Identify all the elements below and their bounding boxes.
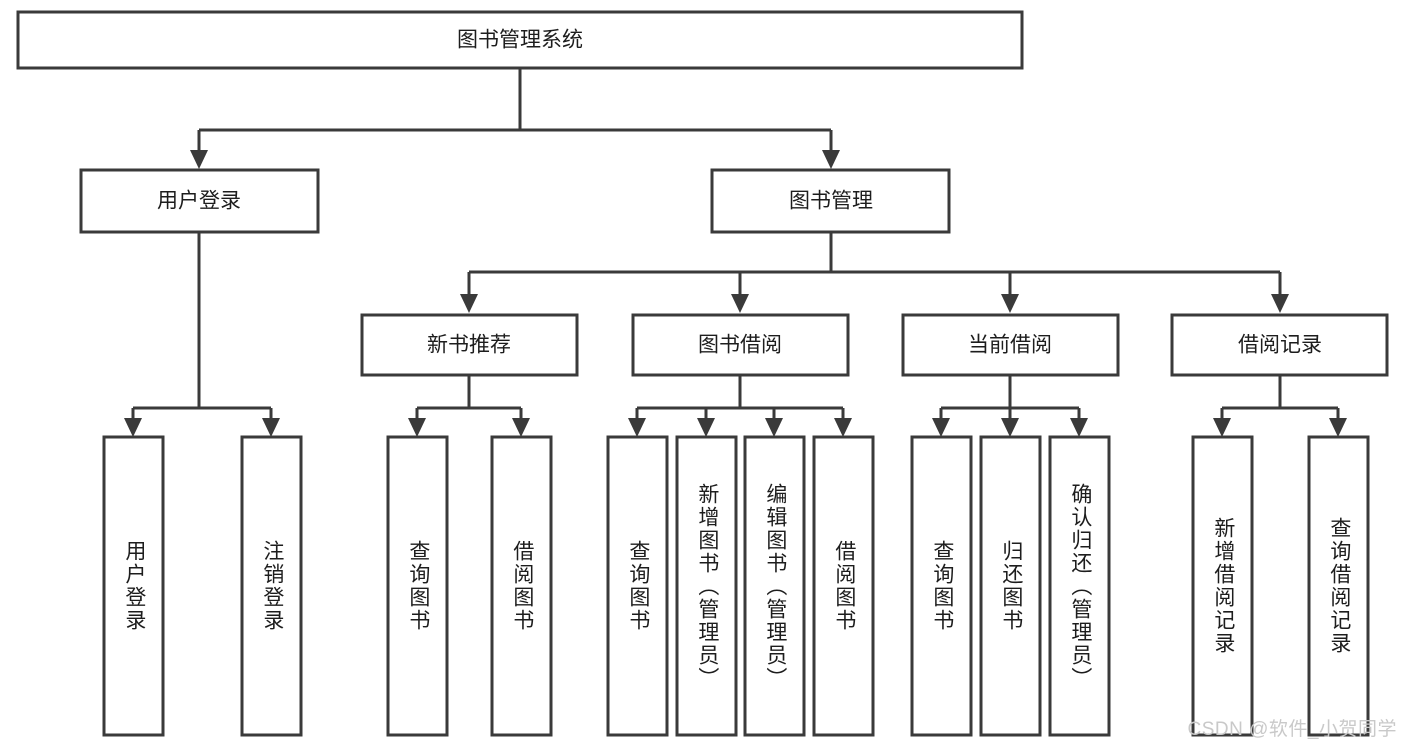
node-new-book-recommend-box[interactable] xyxy=(360,313,579,377)
leaf-box-query-book-3[interactable] xyxy=(910,435,973,737)
node-user-login-box[interactable] xyxy=(79,168,320,234)
node-root[interactable]: 图书管理系统 xyxy=(16,10,1024,70)
arrow-head-leaf-confirm-return xyxy=(1070,418,1088,437)
leaf-box-confirm-return[interactable] xyxy=(1048,435,1111,737)
arrow-head-leaf-edit-book xyxy=(765,418,783,437)
node-root-box[interactable] xyxy=(16,10,1024,70)
arrow-head-current-borrow xyxy=(1001,294,1019,313)
leaf-box-query-book-2[interactable] xyxy=(606,435,669,737)
arrow-head-leaf-logout xyxy=(262,418,280,437)
leaf-box-user-login[interactable] xyxy=(102,435,165,737)
node-current-borrow-box[interactable] xyxy=(901,313,1120,377)
leaf-box-borrow-book-2[interactable] xyxy=(812,435,875,737)
edge-group-book-borrow-to-leaves xyxy=(628,375,852,437)
arrow-head-leaf-query-record xyxy=(1329,418,1347,437)
node-borrow-record-box[interactable] xyxy=(1170,313,1389,377)
node-book-borrow-box[interactable] xyxy=(631,313,850,377)
arrow-head-leaf-add-book xyxy=(697,418,715,437)
arrow-head-user-login xyxy=(190,150,208,169)
node-new-book-recommend-label: 新书推荐 xyxy=(427,334,511,357)
arrow-head-leaf-user-login xyxy=(124,418,142,437)
arrow-head-leaf-borrow-book-1 xyxy=(512,418,530,437)
edge-group-user-login-to-leaves xyxy=(124,232,280,437)
edge-group-book-mgmt-to-level3 xyxy=(460,232,1289,313)
leaf-box-query-record[interactable] xyxy=(1307,435,1370,737)
arrow-head-leaf-borrow-book-2 xyxy=(834,418,852,437)
leaf-box-query-book-1[interactable] xyxy=(386,435,449,737)
node-borrow-record[interactable]: 借阅记录 xyxy=(1170,313,1389,377)
leaf-box-logout[interactable] xyxy=(240,435,303,737)
arrow-head-leaf-query-book-3 xyxy=(932,418,950,437)
csdn-watermark: CSDN @软件_小贺同学 xyxy=(1187,719,1397,740)
arrow-head-leaf-query-book-2 xyxy=(628,418,646,437)
arrow-head-new-book xyxy=(460,294,478,313)
node-book-borrow[interactable]: 图书借阅 xyxy=(631,313,850,377)
node-book-management-label: 图书管理 xyxy=(789,190,873,213)
node-current-borrow[interactable]: 当前借阅 xyxy=(901,313,1120,377)
edge-group-borrow-record-to-leaves xyxy=(1213,375,1347,437)
arrow-head-book-borrow xyxy=(731,294,749,313)
leaf-box-edit-book[interactable] xyxy=(743,435,806,737)
node-current-borrow-label: 当前借阅 xyxy=(968,334,1052,357)
leaf-box-borrow-book-1[interactable] xyxy=(490,435,553,737)
leaf-box-add-book[interactable] xyxy=(675,435,738,737)
leaf-box-add-record[interactable] xyxy=(1191,435,1254,737)
edge-group-root-to-level2 xyxy=(190,68,840,169)
leaf-box-return-book[interactable] xyxy=(979,435,1042,737)
node-new-book-recommend[interactable]: 新书推荐 xyxy=(360,313,579,377)
node-user-login-label: 用户登录 xyxy=(157,190,241,213)
edge-group-current-borrow-to-leaves xyxy=(932,375,1088,437)
node-book-management[interactable]: 图书管理 xyxy=(710,168,951,234)
arrow-head-borrow-record xyxy=(1271,294,1289,313)
node-root-label: 图书管理系统 xyxy=(457,29,583,52)
node-borrow-record-label: 借阅记录 xyxy=(1238,334,1322,357)
edge-group-new-book-to-leaves xyxy=(408,375,530,437)
arrow-head-leaf-query-book-1 xyxy=(408,418,426,437)
arrow-head-book-mgmt xyxy=(822,150,840,169)
node-user-login[interactable]: 用户登录 xyxy=(79,168,320,234)
arrow-head-leaf-return-book xyxy=(1001,418,1019,437)
node-book-borrow-label: 图书借阅 xyxy=(698,334,782,357)
arrow-head-leaf-add-record xyxy=(1213,418,1231,437)
node-book-management-box[interactable] xyxy=(710,168,951,234)
